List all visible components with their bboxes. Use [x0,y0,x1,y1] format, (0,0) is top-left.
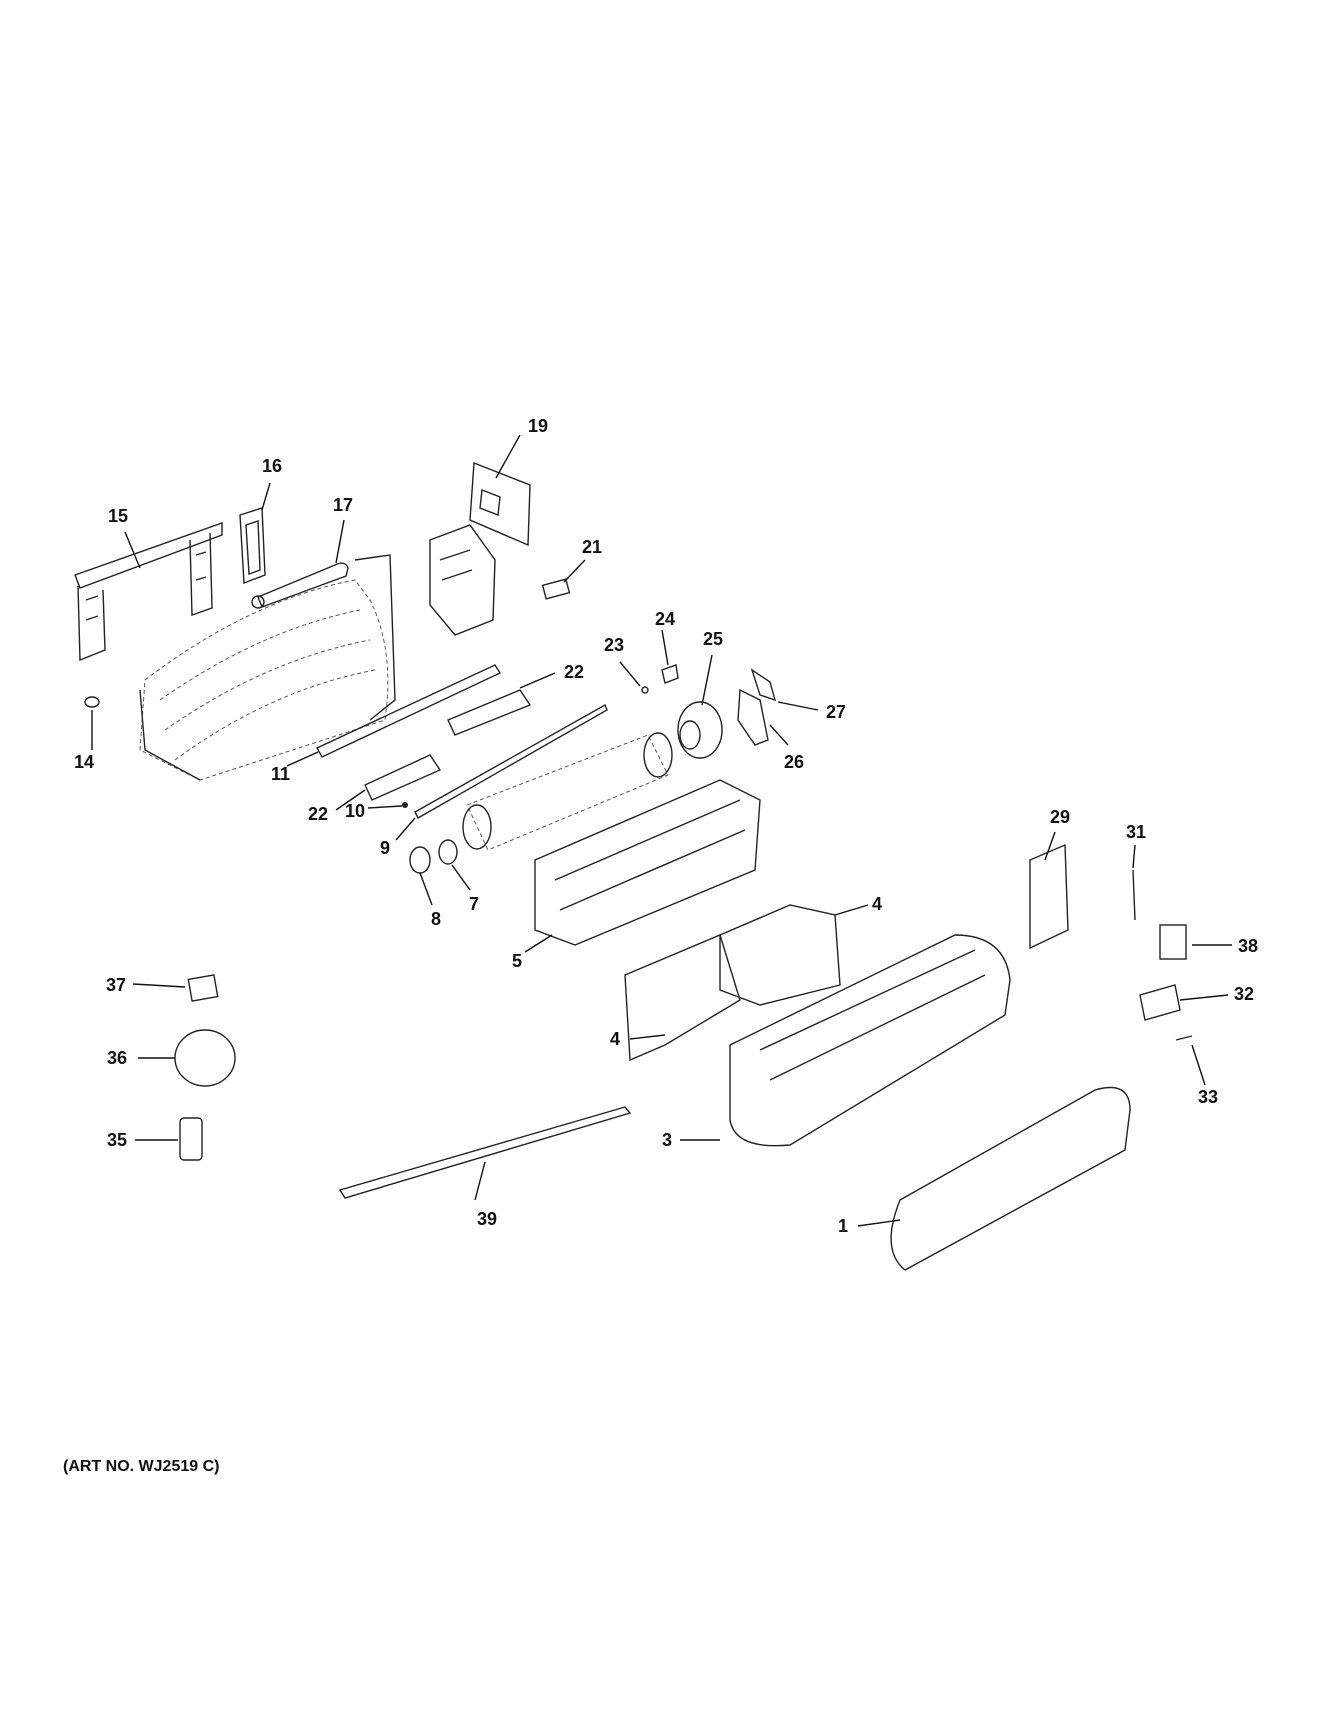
callout-15: 15 [108,506,128,526]
callout-32: 32 [1234,984,1254,1004]
part-19-control-board [469,461,531,547]
callout-8: 8 [431,909,441,929]
callout-21: 21 [582,537,602,557]
part-4-filter-a [719,904,841,1006]
part-7-coupler [438,839,458,865]
evaporator-frame [139,554,396,781]
callout-7: 7 [469,894,479,914]
callout-23: 23 [604,635,624,655]
callout-9: 9 [380,838,390,858]
part-36-tube [174,1029,236,1087]
part-4-filter-b [624,934,741,1062]
callout-10: 10 [345,801,365,821]
part-3-chassis [729,934,1011,1147]
part-22-louver-a [364,754,442,801]
part-8-bearing [409,846,431,874]
callout-26: 26 [784,752,804,772]
part-16-bracket [239,507,266,584]
part-27-clamp [750,668,777,702]
callout-35: 35 [107,1130,127,1150]
callout-1: 1 [838,1216,848,1236]
callout-25: 25 [703,629,723,649]
part-22-louver-b [447,689,532,736]
callout-27: 27 [826,702,846,722]
callout-39: 39 [477,1209,497,1229]
part-26-clamp [737,688,769,746]
callout-4-a: 4 [872,894,882,914]
callout-11: 11 [271,764,290,784]
part-1-front-panel [890,1086,1131,1271]
part-11-strip [316,664,502,758]
part-38-module [1159,924,1187,960]
part-39-louver [338,1106,632,1199]
leader-lines [91,434,1232,1227]
callout-24: 24 [655,609,675,629]
part-14-fitting [84,696,100,708]
part-10-screw [402,802,408,808]
part-23-clip [641,686,649,694]
callout-36: 36 [107,1048,127,1068]
callout-14: 14 [74,752,94,772]
part-24-bearing [661,664,679,684]
part-32-display-board [1139,984,1181,1021]
callout-31: 31 [1126,822,1146,842]
part-5-housing [534,779,761,946]
callout-19: 19 [528,416,548,436]
part-21-terminal [541,578,571,600]
electrical-box [429,524,496,636]
part-29-cover [1029,843,1069,950]
callout-29: 29 [1050,807,1070,827]
callout-5: 5 [512,951,522,971]
part-25-motor [677,701,723,759]
callout-3: 3 [662,1130,672,1150]
part-35-remote [179,1117,203,1161]
callout-22-a: 22 [308,804,328,824]
callout-33: 33 [1198,1087,1218,1107]
part-33-sensor [1175,1035,1193,1041]
blower-wheel [462,732,673,851]
callout-22-b: 22 [564,662,584,682]
art-number: (ART NO. WJ2519 C) [63,1458,220,1475]
callout-16: 16 [262,456,282,476]
callout-17: 17 [333,495,353,515]
part-9-rod [414,703,608,819]
callout-labels: 19 16 17 15 21 22 23 24 25 27 26 14 11 2… [74,416,1258,1236]
part-37-kit [187,974,219,1002]
callout-38: 38 [1238,936,1258,956]
callout-37: 37 [106,975,126,995]
part-15-mounting-plate [74,522,223,662]
callout-4-b: 4 [610,1029,620,1049]
part-31-sensor [1132,869,1136,921]
part-17-pipe [251,562,349,609]
